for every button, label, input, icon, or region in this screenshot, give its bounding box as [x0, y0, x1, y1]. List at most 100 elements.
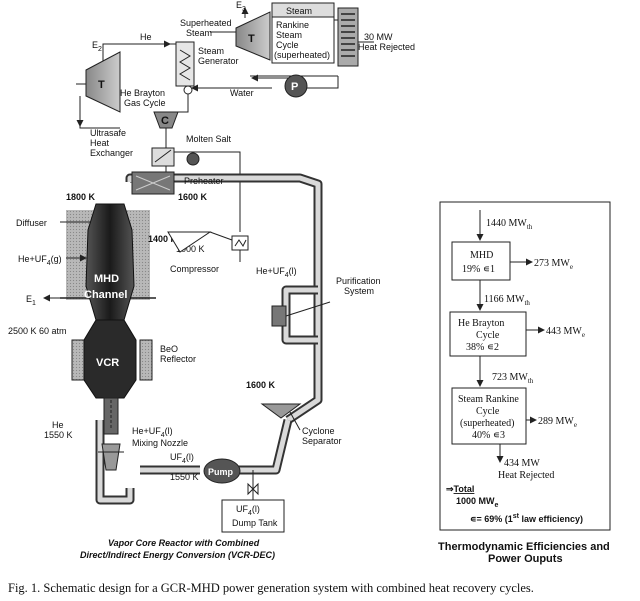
purification-2: System — [344, 286, 374, 296]
beo-left — [71, 339, 85, 381]
rankine-eff-box — [451, 387, 527, 445]
rankine-eff-1: Steam Rankine — [458, 394, 519, 405]
t1400-label: 1400 K — [148, 234, 178, 244]
water-label: Water — [230, 88, 254, 98]
t1600b-label: 1600 K — [246, 380, 276, 390]
left-caption-2: Direct/Indirect Energy Conversion (VCR-D… — [80, 550, 275, 560]
pump-p-label: P — [291, 81, 298, 93]
brayton-turbine — [85, 51, 121, 113]
eff-caption-1: Thermodynamic Efficiencies and — [438, 541, 610, 553]
gas-compressor — [153, 111, 179, 129]
rankine-eff-4: 40% ∊3 — [472, 430, 505, 441]
beo-right — [139, 339, 153, 381]
channel-label: Channel — [84, 289, 127, 301]
purification-unit — [271, 305, 287, 327]
valve-circle — [183, 85, 193, 95]
brayton-box — [449, 311, 527, 357]
t1000-label: 1000 K — [176, 244, 205, 254]
rankine-1: Rankine — [276, 20, 309, 30]
rankine-2: Steam — [276, 30, 302, 40]
figure-caption: Fig. 1. Schematic design for a GCR-MHD p… — [8, 581, 534, 595]
t1600a-label: 1600 K — [178, 192, 208, 202]
he-1550-1: He — [52, 420, 64, 430]
cyclone-2: Separator — [302, 436, 342, 446]
he-1550-2: 1550 K — [44, 430, 73, 440]
brayton-1: He Brayton — [458, 318, 504, 329]
law-efficiency: ∊= 69% (1st law efficiency) — [470, 513, 583, 524]
ultrasafe-3: Exchanger — [90, 148, 133, 158]
mhd-box-label: MHD — [470, 250, 493, 261]
salt-pump — [186, 152, 200, 166]
condenser — [337, 7, 359, 67]
rejected-1: 434 MW — [504, 458, 540, 469]
water-pump — [284, 74, 308, 98]
brayton-2: Cycle — [476, 330, 500, 341]
in-flow: 1440 MWth — [486, 218, 533, 231]
e2-label: E2 — [92, 40, 102, 53]
mixing-nozzle — [101, 443, 121, 471]
he-brayton-2: Gas Cycle — [124, 98, 166, 108]
steam-turbine — [235, 11, 271, 61]
brayton-3: 38% ∊2 — [466, 342, 499, 353]
left-caption-1: Vapor Core Reactor with Combined — [108, 538, 260, 548]
cyclone-1: Cyclone — [302, 426, 335, 436]
superheated-label-2: Steam — [186, 28, 212, 38]
compressor-c-label: C — [161, 115, 169, 127]
diffuser-label: Diffuser — [16, 218, 47, 228]
vcr-core — [83, 319, 137, 399]
beo-2: Reflector — [160, 354, 196, 364]
he-brayton-1: He Brayton — [120, 88, 165, 98]
steam-title: Steam — [286, 6, 312, 16]
ultrasafe-1: Ultrasafe — [90, 128, 126, 138]
preheater-label: Preheater — [184, 176, 224, 186]
total-label: ⇒Total — [446, 484, 474, 494]
dump-valve — [247, 482, 259, 496]
turbine-t-label: T — [98, 79, 105, 91]
he-compressor — [167, 231, 212, 253]
e3-label: E3 — [236, 0, 246, 13]
mhd-label: MHD — [94, 273, 119, 285]
efficiency-panel: 1440 MWth MHD 19% ∊1 273 MWe 1166 MWth H… — [438, 201, 611, 565]
mhd-eff: 19% ∊1 — [462, 264, 495, 275]
steam-turbine-t: T — [248, 33, 255, 45]
dump-tank-uf4: UF4(l) — [236, 504, 260, 517]
steam-generator — [175, 41, 195, 87]
fuel-pump — [203, 458, 241, 484]
uf4l-label: UF4(l) — [170, 452, 194, 465]
he-uf4l-label: He+UF4(l) — [256, 266, 297, 279]
rankine-out: 289 MWe — [538, 416, 577, 429]
molten-salt-label: Molten Salt — [186, 134, 232, 144]
rankine-eff-2: Cycle — [476, 406, 500, 417]
purification-1: Purification — [336, 276, 381, 286]
he-top-label: He — [140, 32, 152, 42]
total-value: 1000 MWe — [456, 496, 499, 509]
e1-label: E1 — [26, 294, 36, 307]
superheated-label-1: Superheated — [180, 18, 232, 28]
mhd-box — [451, 241, 511, 281]
flow2: 1166 MWth — [484, 294, 530, 307]
steam-gen-label-2: Generator — [198, 56, 239, 66]
rejected-2: Heat Rejected — [498, 470, 554, 481]
dump-tank-label: Dump Tank — [232, 518, 278, 528]
schematic: T E2 He Superheated Steam Steam Generato… — [8, 0, 415, 560]
beo-1: BeO — [160, 344, 178, 354]
ultrasafe-2: Heat — [90, 138, 110, 148]
vcr-label: VCR — [96, 357, 119, 369]
eff-caption-2: Power Ouputs — [488, 553, 563, 565]
heat-rejected-30-1: 30 MW — [364, 32, 393, 42]
molten-salt-hx — [151, 147, 175, 167]
mixing-nozzle-label: Mixing Nozzle — [132, 438, 188, 448]
t1550-label: 1550 K — [170, 472, 199, 482]
rankine-eff-3: (superheated) — [460, 418, 514, 429]
steam-gen-label-1: Steam — [198, 46, 224, 56]
pump-label: Pump — [208, 467, 234, 477]
dump-tank — [221, 499, 285, 533]
heat-rejected-30-2: Heat Rejected — [358, 42, 415, 52]
he-uf4-mix: He+UF4(l) — [132, 426, 173, 439]
brayton-out: 443 MWe — [546, 326, 585, 339]
rankine-4: (superheated) — [274, 50, 330, 60]
mhd-channel — [85, 203, 135, 321]
compressor-label: Compressor — [170, 264, 219, 274]
flow3: 723 MWth — [492, 372, 534, 385]
